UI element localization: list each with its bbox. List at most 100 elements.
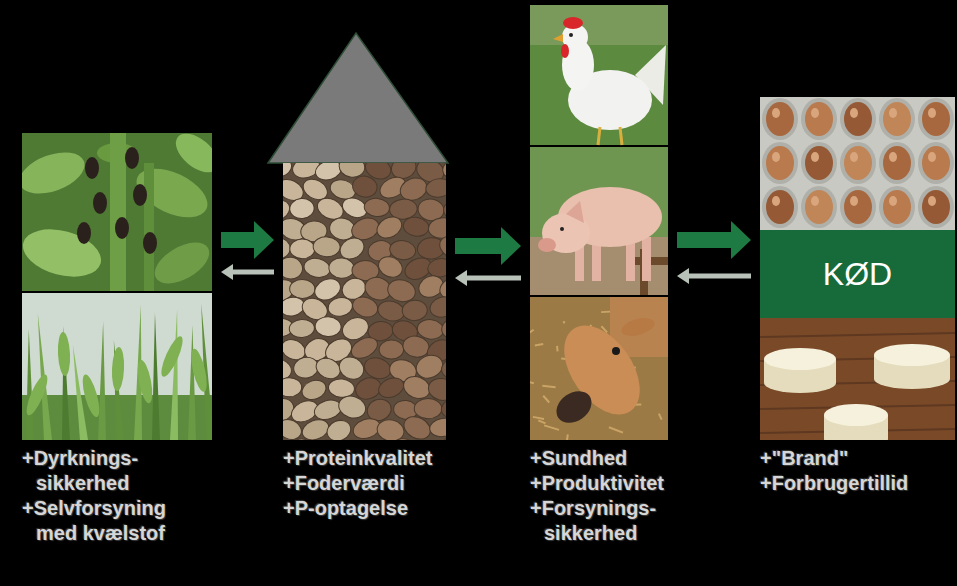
bean xyxy=(436,232,446,263)
bean xyxy=(390,438,416,440)
bean xyxy=(328,378,356,399)
bean xyxy=(439,395,446,421)
benefit-text: +Selvforsyning med kvælstof xyxy=(22,496,194,546)
cheese-top xyxy=(874,344,950,366)
hay-straw xyxy=(530,330,534,336)
plant-leaf xyxy=(135,359,155,404)
plant-stem xyxy=(144,163,154,291)
egg xyxy=(766,146,794,180)
bean xyxy=(283,437,294,440)
bean xyxy=(328,257,355,279)
cow-ear xyxy=(620,315,657,339)
egg-highlight xyxy=(850,196,858,206)
photo-illustration xyxy=(283,163,446,440)
bean xyxy=(336,393,369,422)
bean-pod xyxy=(93,192,107,214)
bean xyxy=(283,256,304,281)
egg xyxy=(805,190,833,224)
hay-straw xyxy=(659,414,662,420)
hay-straw xyxy=(566,434,569,440)
bean-ground xyxy=(283,163,446,440)
bean-pod xyxy=(133,184,147,206)
chicken-comb xyxy=(563,17,583,29)
bean xyxy=(441,163,446,181)
grass-back xyxy=(530,5,668,45)
hay-straw xyxy=(530,380,534,383)
bean xyxy=(313,439,341,440)
benefit-text: +"Brand" xyxy=(760,446,955,471)
egg-highlight xyxy=(850,108,858,118)
grass-ground xyxy=(530,5,668,145)
hay-straw xyxy=(533,417,544,419)
bean xyxy=(375,417,406,440)
bean xyxy=(376,374,407,401)
flow-arrow xyxy=(221,221,274,259)
egg-highlight xyxy=(811,196,819,206)
bean xyxy=(425,177,446,199)
cheese-side xyxy=(824,429,888,440)
carton-cell xyxy=(840,142,876,184)
grey-triangle xyxy=(268,33,448,163)
egg xyxy=(805,146,833,180)
egg-highlight xyxy=(850,152,858,162)
egg-carton xyxy=(760,97,955,230)
hay-straw xyxy=(538,420,545,423)
egg-highlight xyxy=(928,108,936,118)
egg xyxy=(922,146,950,180)
chicken-eye xyxy=(569,33,573,37)
bean xyxy=(439,315,446,341)
benefit-text: +P-optagelse xyxy=(283,496,483,521)
stage-panel: +Dyrknings- sikkerhed+Selvforsyning med … xyxy=(22,133,212,440)
egg xyxy=(883,146,911,180)
plant-stalk xyxy=(170,309,178,440)
hay-ground xyxy=(530,297,668,440)
pig-field xyxy=(530,147,668,295)
benefit-text: +Forbrugertillid xyxy=(760,471,955,496)
bean xyxy=(339,440,365,441)
photo-illustration xyxy=(22,133,212,440)
photo-illustration xyxy=(530,5,668,440)
hay-straw xyxy=(535,344,543,346)
bean xyxy=(414,398,442,419)
bean xyxy=(367,439,394,440)
bean xyxy=(350,294,381,321)
bean xyxy=(415,437,446,440)
benefit-list: +Sundhed+Produktivitet+Forsynings- sikke… xyxy=(530,446,702,546)
bean xyxy=(428,294,446,320)
bean xyxy=(289,198,315,220)
product-band: KØD xyxy=(760,230,955,318)
chicken-wattle xyxy=(561,44,569,58)
benefit-list: +"Brand"+Forbrugertillid xyxy=(760,446,955,496)
bean xyxy=(289,319,315,338)
bean xyxy=(315,316,342,337)
egg-highlight xyxy=(928,152,936,162)
plant-leaf xyxy=(148,234,212,292)
cheese-side xyxy=(764,373,836,393)
wood-board xyxy=(760,318,955,440)
benefit-text: +Foderværdi xyxy=(283,471,483,496)
bean xyxy=(379,340,404,360)
bean xyxy=(290,239,315,259)
bean xyxy=(312,397,344,423)
egg-highlight xyxy=(889,196,897,206)
egg xyxy=(922,190,950,224)
bean xyxy=(302,256,332,280)
plant-stalk xyxy=(98,322,106,440)
cow-muzzle xyxy=(550,385,597,430)
plant-leaf xyxy=(111,347,125,391)
benefit-list: +Proteinkvalitet+Foderværdi+P-optagelse xyxy=(283,446,483,521)
hay-straw xyxy=(543,396,549,403)
hay-straw xyxy=(609,427,623,432)
plant-leaf xyxy=(22,221,106,284)
return-arrow xyxy=(455,270,521,286)
benefit-text: +Sundhed xyxy=(530,446,702,471)
bean-pod xyxy=(125,147,139,169)
plant-leaf xyxy=(79,373,102,419)
stage-panel: +Proteinkvalitet+Foderværdi+P-optagelse xyxy=(283,163,446,440)
bean xyxy=(426,257,446,279)
band-label: KØD xyxy=(823,256,892,292)
bean xyxy=(283,163,293,179)
bean xyxy=(283,378,302,397)
plant-leaf xyxy=(22,144,90,201)
